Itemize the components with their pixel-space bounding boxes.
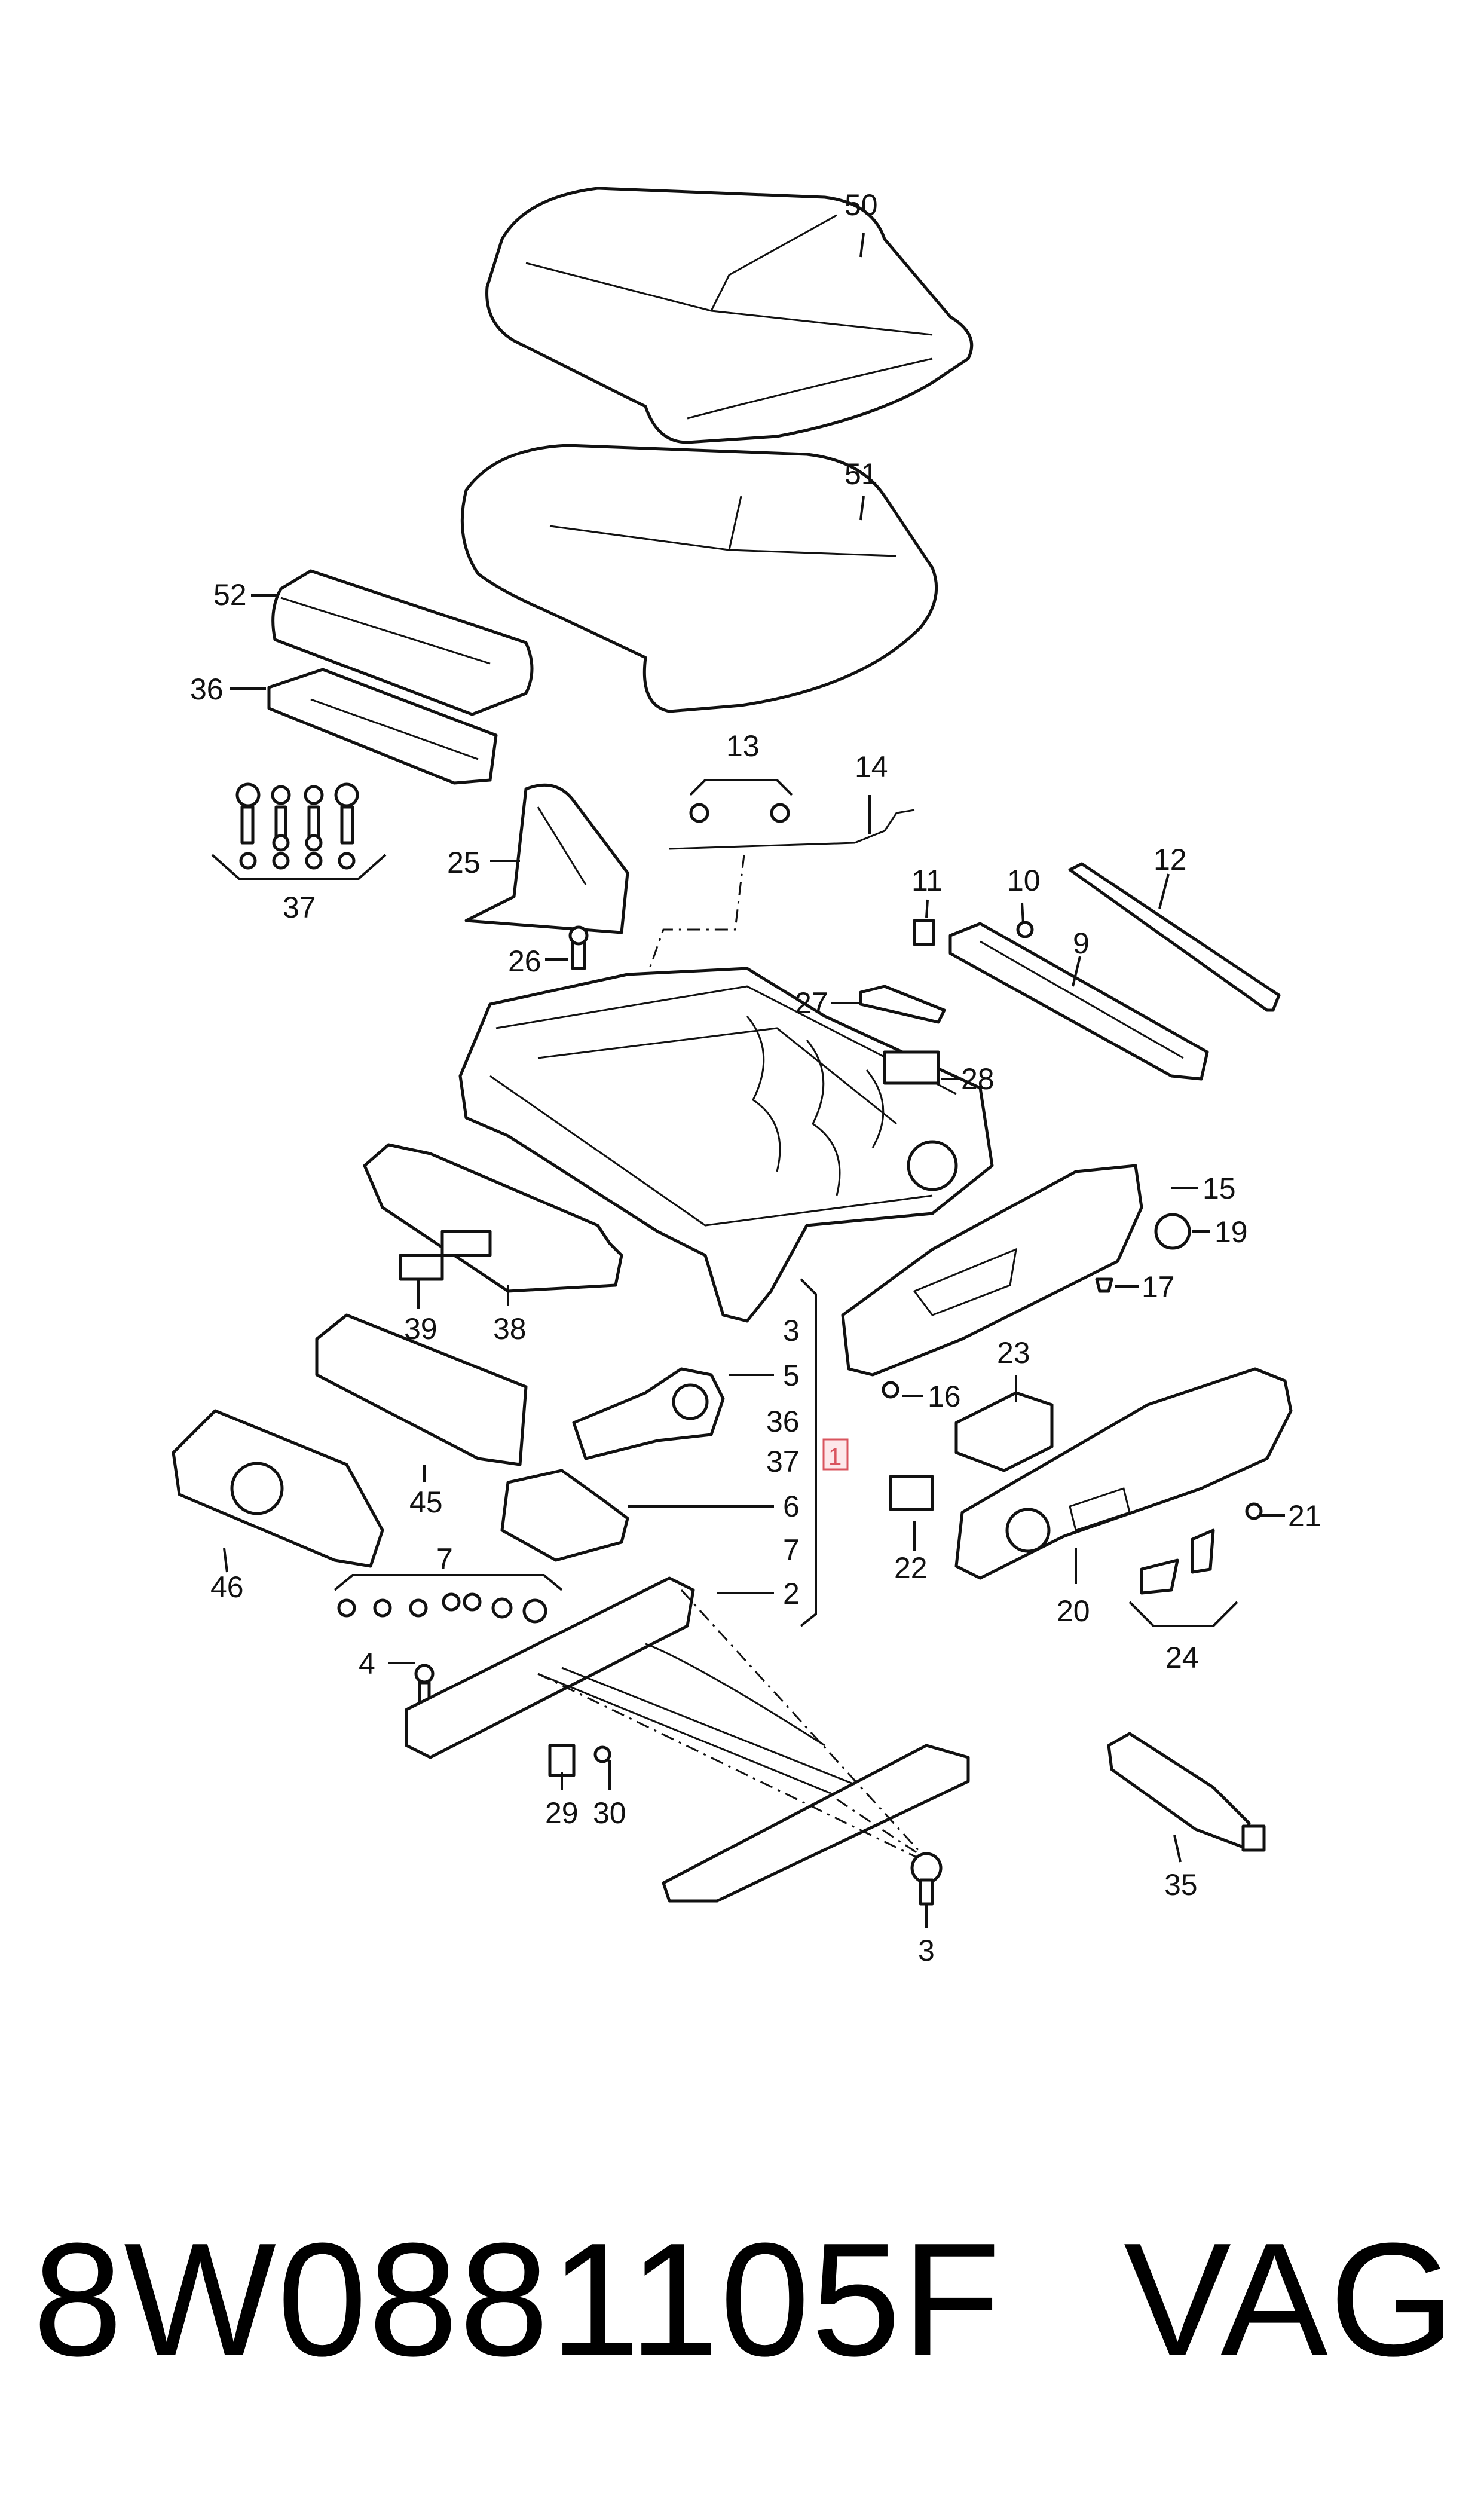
part-13-14-cable	[644, 803, 915, 981]
callout-27: 27	[795, 986, 828, 1020]
part-10-screw	[1016, 921, 1034, 938]
part-15-side-trim	[841, 1164, 1143, 1377]
callout-11: 11	[911, 864, 943, 897]
part-39-connector	[399, 1254, 444, 1281]
part-3-clip	[910, 1852, 943, 1906]
callout-10: 10	[1007, 864, 1041, 897]
part-52-pad	[271, 569, 534, 716]
part-26-screw	[568, 925, 589, 970]
part-19-knob	[1154, 1213, 1191, 1250]
part-25-bracket	[464, 783, 629, 934]
callout-7b: 7	[436, 1542, 453, 1576]
part-12-strip	[1068, 862, 1281, 1012]
callout-51: 51	[844, 457, 878, 491]
part-9-rail-cover	[948, 922, 1209, 1081]
callout-6: 6	[783, 1490, 800, 1523]
part-37-fasteners	[211, 782, 387, 880]
seat-frame	[458, 967, 994, 1323]
callout-30: 30	[593, 1796, 626, 1830]
callout-37: 37	[283, 891, 316, 924]
callout-21: 21	[1288, 1499, 1321, 1533]
callout-29: 29	[545, 1796, 579, 1830]
part-16-screw	[882, 1381, 899, 1399]
callout-23: 23	[997, 1336, 1030, 1369]
part-35-grease-tube	[1107, 1732, 1266, 1852]
part-46-switch-panel	[172, 1409, 384, 1568]
callout-36: 36	[190, 672, 224, 706]
callout-37b: 37	[766, 1445, 800, 1478]
callout-16: 16	[928, 1380, 961, 1413]
part-28-connector	[883, 1050, 940, 1085]
callout-45: 45	[409, 1485, 443, 1519]
callout-15: 15	[1203, 1172, 1236, 1205]
callout-3b: 3	[918, 1934, 935, 1967]
callout-26: 26	[508, 944, 541, 978]
callout-50: 50	[844, 188, 878, 222]
callout-9: 9	[1073, 927, 1090, 960]
callout-24: 24	[1165, 1641, 1199, 1674]
part-45-bracket	[315, 1313, 528, 1466]
highlight-box-1	[822, 1438, 849, 1471]
callout-22: 22	[894, 1551, 928, 1585]
seat-rails	[405, 1576, 970, 1903]
callout-labels: 50 51 52 36 37 13 14 25 26 11 10 12 9 27…	[190, 188, 1321, 1967]
leader-lines	[223, 233, 1285, 1928]
part-number: 8W0881105F	[33, 2210, 1002, 2390]
callout-4: 4	[359, 1647, 375, 1680]
part-51-cushion-foam	[460, 444, 938, 713]
part-22-sensor	[889, 1475, 934, 1511]
callout-28: 28	[961, 1062, 995, 1096]
part-7-fasteners	[333, 1574, 563, 1624]
callout-5: 5	[783, 1359, 800, 1392]
callout-14: 14	[855, 750, 888, 784]
part-30-screw	[593, 1745, 611, 1763]
callout-13: 13	[726, 729, 760, 763]
callout-19: 19	[1214, 1215, 1248, 1249]
part-5-motor	[572, 1367, 725, 1460]
part-20-side-cover	[954, 1367, 1293, 1580]
part-27-switch-module	[859, 985, 946, 1024]
callout-38: 38	[493, 1312, 527, 1346]
callout-17: 17	[1142, 1270, 1175, 1304]
callout-12: 12	[1153, 843, 1187, 876]
callout-7: 7	[783, 1533, 800, 1567]
callout-36b: 36	[766, 1405, 800, 1438]
part-17-clip	[1095, 1277, 1113, 1293]
part-21-screw	[1245, 1502, 1263, 1520]
callout-52: 52	[213, 578, 247, 612]
part-38-front-trim	[363, 1143, 623, 1293]
callout-2: 2	[783, 1577, 800, 1610]
callout-25: 25	[447, 846, 481, 879]
part-11-clip	[913, 919, 935, 946]
callout-46: 46	[210, 1570, 244, 1604]
callout-1: 1	[828, 1444, 842, 1470]
part-23-control-unit	[954, 1391, 1054, 1472]
brand-label: VAG	[1124, 2210, 1456, 2390]
callout-35: 35	[1164, 1868, 1198, 1901]
part-36-plate	[267, 668, 498, 785]
part-50-seat-cover	[485, 187, 974, 444]
callout-39: 39	[404, 1312, 437, 1346]
part-24-buttons	[1128, 1528, 1238, 1627]
callout-20: 20	[1057, 1594, 1090, 1628]
part-29-bracket	[548, 1744, 576, 1777]
callout-3: 3	[783, 1314, 800, 1347]
part-6-motor	[500, 1469, 629, 1562]
